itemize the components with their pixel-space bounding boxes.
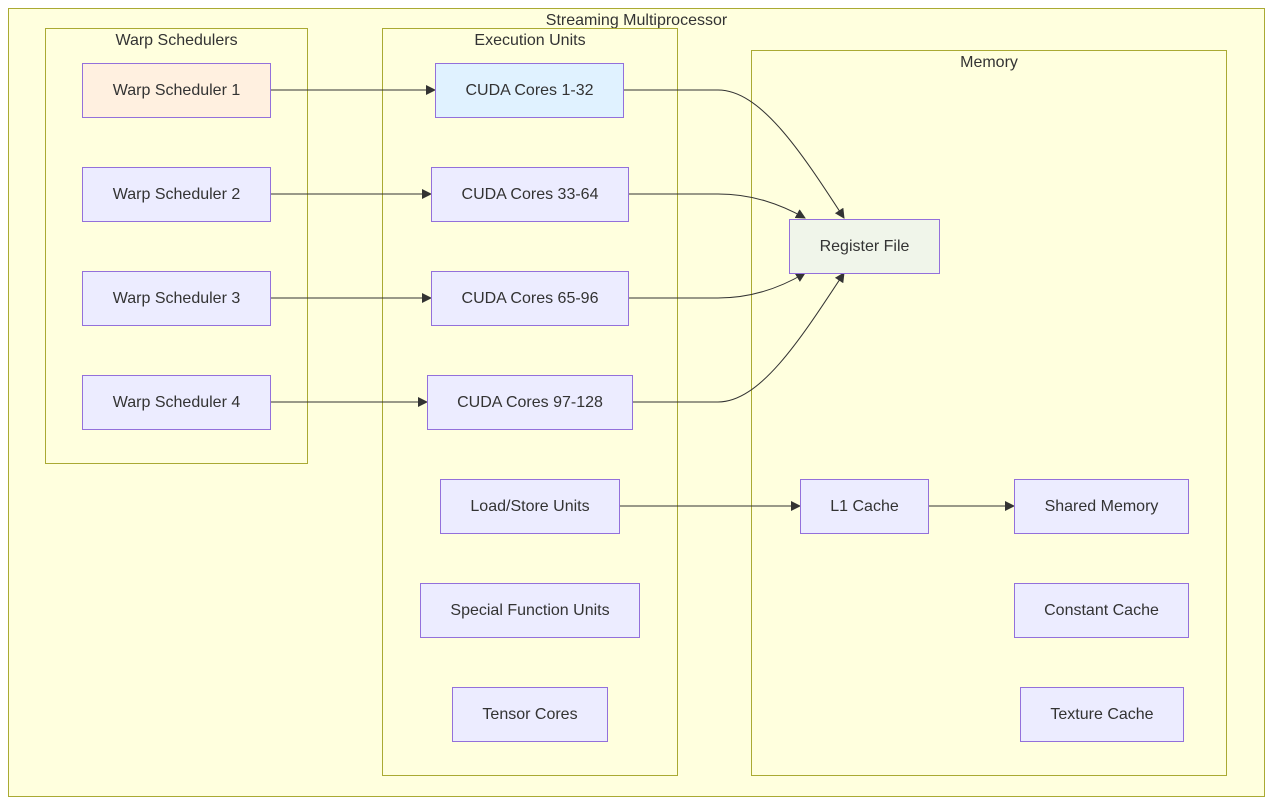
load-store-units-node[interactable]: Load/Store Units (440, 479, 620, 534)
execution-units-title: Execution Units (474, 32, 586, 49)
cuda-cores-97-128-node[interactable]: CUDA Cores 97-128 (427, 375, 633, 430)
constant-cache-node[interactable]: Constant Cache (1014, 583, 1189, 638)
warp-scheduler-2-node[interactable]: Warp Scheduler 2 (82, 167, 271, 222)
texture-cache-node[interactable]: Texture Cache (1020, 687, 1184, 742)
warp-scheduler-1-node[interactable]: Warp Scheduler 1 (82, 63, 271, 118)
warp-scheduler-4-node[interactable]: Warp Scheduler 4 (82, 375, 271, 430)
warp-scheduler-3-node[interactable]: Warp Scheduler 3 (82, 271, 271, 326)
shared-memory-node[interactable]: Shared Memory (1014, 479, 1189, 534)
memory-cluster: Memory (751, 50, 1227, 776)
register-file-node[interactable]: Register File (789, 219, 940, 274)
l1-cache-node[interactable]: L1 Cache (800, 479, 929, 534)
tensor-cores-node[interactable]: Tensor Cores (452, 687, 608, 742)
memory-title: Memory (960, 54, 1018, 71)
streaming-multiprocessor-title: Streaming Multiprocessor (545, 12, 728, 29)
cuda-cores-65-96-node[interactable]: CUDA Cores 65-96 (431, 271, 629, 326)
special-function-units-node[interactable]: Special Function Units (420, 583, 640, 638)
cuda-cores-1-32-node[interactable]: CUDA Cores 1-32 (435, 63, 624, 118)
warp-schedulers-title: Warp Schedulers (115, 32, 238, 49)
cuda-cores-33-64-node[interactable]: CUDA Cores 33-64 (431, 167, 629, 222)
